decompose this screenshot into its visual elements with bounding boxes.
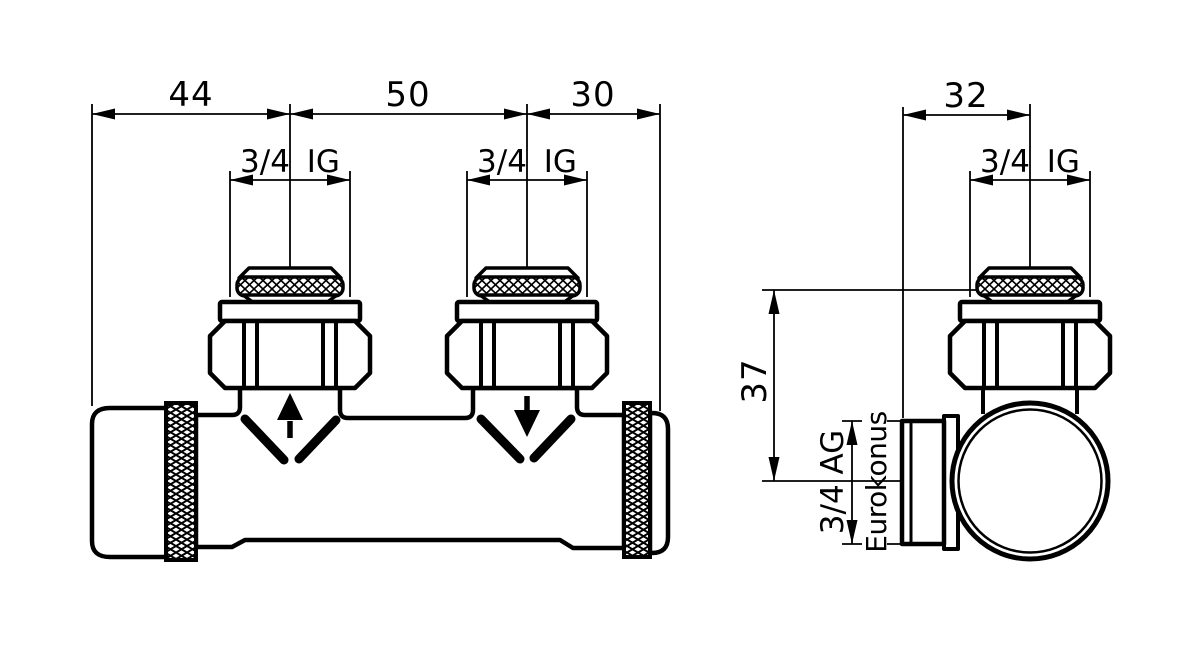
dim-tailpiece-thread: 3/4 AG Eurokonus	[815, 411, 901, 553]
dim-30-label: 30	[570, 75, 615, 115]
dim-port2-thread: 3/4 IG	[466, 144, 588, 298]
valve-seat-chevron-left	[240, 414, 341, 465]
side-neck	[981, 387, 1079, 414]
eurokonus-label: Eurokonus	[860, 411, 893, 552]
body-circle-outer	[949, 400, 1111, 562]
port2-thread-label: 3/4 IG	[477, 144, 577, 180]
port1-thread-label: 3/4 IG	[240, 144, 340, 180]
right-end-cap	[647, 410, 671, 556]
right-knurled-ring	[622, 401, 652, 559]
body-circle-inner	[957, 408, 1103, 554]
side-thread-label: 3/4 IG	[980, 144, 1080, 180]
dim-32-label: 32	[943, 76, 988, 116]
flow-arrow-down	[514, 396, 540, 437]
dim-32: 32	[902, 76, 1030, 418]
left-end-cap	[89, 405, 171, 560]
tailpiece-thread-label: 3/4 AG	[815, 430, 851, 534]
valve-body	[193, 385, 627, 551]
dim-50-label: 50	[385, 75, 430, 115]
dim-44-label: 44	[168, 75, 213, 115]
dim-port1-thread: 3/4 IG	[229, 144, 351, 298]
valve-seat-chevron-right	[476, 414, 576, 464]
dim-chain-horizontal: 44 50 30	[91, 75, 661, 411]
tailpiece-thread-body	[899, 418, 947, 547]
left-knurled-ring	[164, 401, 198, 562]
front-view: 44 50 30 3/4 IG 3/4 IG	[89, 75, 671, 562]
flow-arrow-up	[277, 393, 303, 438]
dim-37: 37	[735, 289, 977, 482]
dim-37-label: 37	[735, 358, 775, 403]
dim-side-thread: 3/4 IG	[969, 144, 1091, 298]
side-view: 32 3/4 IG 37 3/4 AG Eurokonus	[735, 76, 1111, 562]
